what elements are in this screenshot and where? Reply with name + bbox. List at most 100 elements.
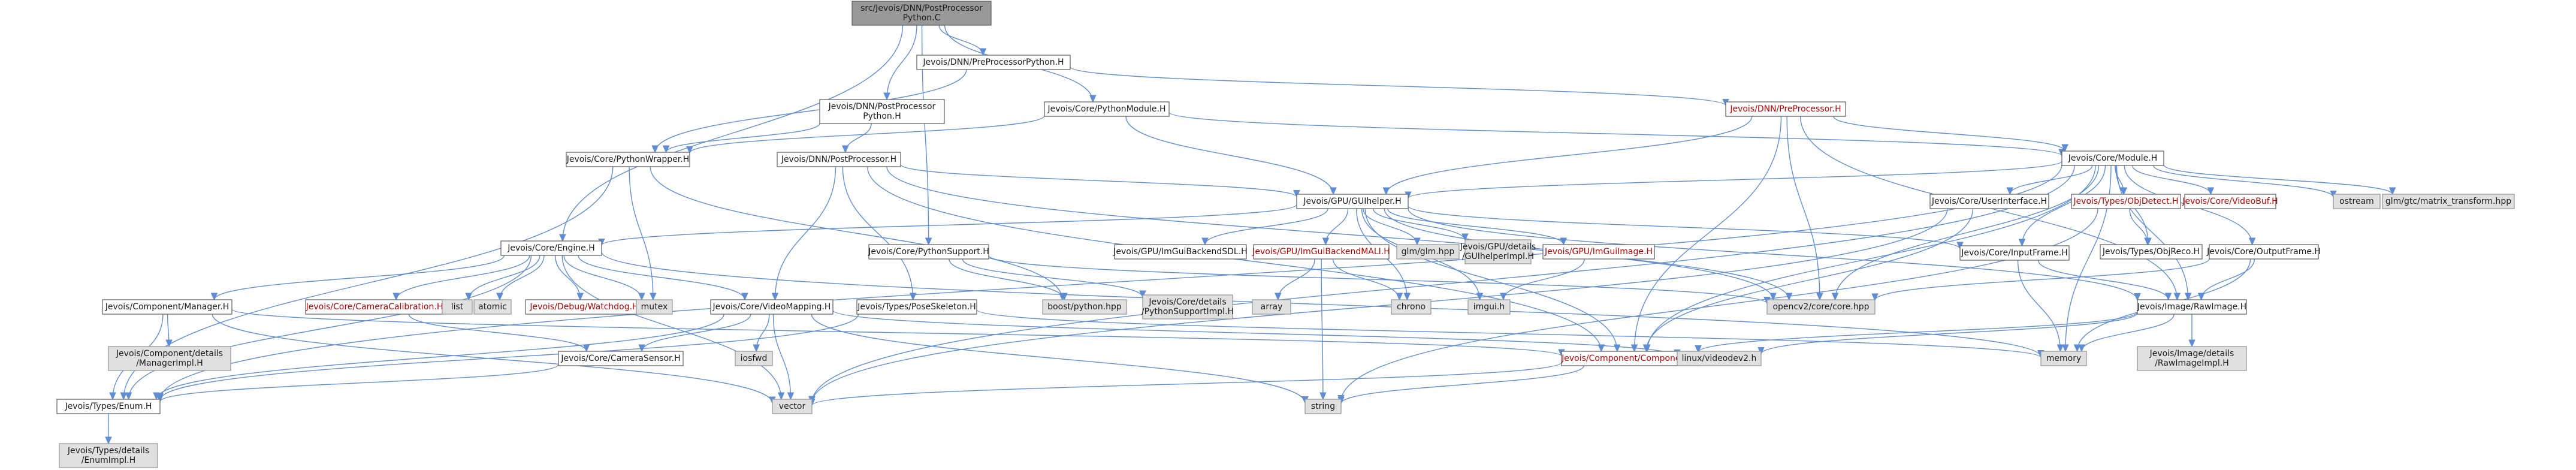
edge-imguimali-to-chrono	[1332, 258, 1400, 300]
node-label: imgui.h	[1473, 302, 1505, 312]
node-pymod[interactable]: Jevois/Core/PythonModule.H	[1044, 101, 1170, 117]
node-uiface[interactable]: Jevois/Core/UserInterface.H	[1929, 194, 2049, 209]
node-label: iosfwd	[741, 354, 768, 363]
node-atomic: atomic	[473, 299, 512, 315]
node-label: glm/gtc/matrix_transform.hpp	[2385, 197, 2511, 206]
node-box	[2184, 194, 2276, 209]
edge-vmapping-to-enumh	[156, 314, 724, 399]
node-box	[442, 299, 473, 315]
node-watchdog[interactable]: Jevois/Debug/Watchdog.H	[525, 299, 644, 315]
node-box	[1542, 244, 1655, 260]
node-imguimali[interactable]: Jevois/GPU/ImGuiBackendMALI.H	[1252, 244, 1390, 260]
node-imguisdl[interactable]: Jevois/GPU/ImGuiBackendSDL.H	[1113, 244, 1248, 260]
edge-postp-to-poseskel	[842, 166, 913, 300]
node-box	[566, 152, 690, 167]
node-engine[interactable]: Jevois/Core/Engine.H	[500, 240, 602, 256]
edge-objdetect-to-objreco	[2129, 208, 2148, 245]
edge-engine-to-camcal	[396, 255, 530, 300]
edge-vmapping-to-vector	[772, 314, 790, 399]
edge-engine-to-atomic	[500, 255, 545, 300]
edge-pywrap-to-mutex	[629, 166, 653, 300]
edge-uiface-to-component	[1646, 208, 1974, 351]
node-objdetect[interactable]: Jevois/Types/ObjDetect.H	[2071, 194, 2181, 209]
node-camcal[interactable]: Jevois/Core/CameraCalibration.H	[305, 299, 444, 315]
node-videodev: linux/videodev2.h	[1677, 351, 1762, 366]
node-videobuf[interactable]: Jevois/Core/VideoBuf.H	[2182, 194, 2278, 209]
node-box	[772, 399, 813, 414]
node-box	[1561, 351, 1699, 366]
node-box	[868, 244, 989, 260]
node-prepy[interactable]: Jevois/DNN/PreProcessorPython.H	[916, 55, 1071, 70]
edge-rawimage-to-component	[1698, 312, 2138, 352]
node-box	[473, 299, 512, 315]
node-objreco[interactable]: Jevois/Types/ObjReco.H	[2100, 244, 2203, 260]
edge-engine-to-vector	[561, 255, 781, 399]
node-component[interactable]: Jevois/Component/Component.H	[1561, 351, 1699, 366]
node-vmapping[interactable]: Jevois/Core/VideoMapping.H	[710, 299, 833, 315]
node-box	[1296, 194, 1409, 209]
node-label: Jevois/Types/PoseSkeleton.H	[857, 302, 976, 312]
node-postp[interactable]: Jevois/DNN/PostProcessor.H	[777, 152, 901, 167]
edge-guihelper-to-component	[1364, 208, 1617, 351]
edge-prepy-to-pywrap	[655, 69, 967, 152]
node-box	[1044, 101, 1170, 117]
edge-outframe-to-opencv	[1875, 258, 2210, 300]
node-box	[710, 299, 833, 315]
node-guihelper[interactable]: Jevois/GPU/GUIhelper.H	[1296, 194, 1409, 209]
node-module[interactable]: Jevois/Core/Module.H	[2061, 150, 2164, 166]
edge-postp-to-guihelper	[900, 164, 1297, 197]
edge-module-to-guihelper	[1408, 161, 2062, 198]
edge-imguiimage-to-imguih	[1503, 258, 1585, 300]
node-box	[2382, 194, 2515, 209]
edge-engine-to-enumh	[129, 255, 532, 399]
edge-compmgr-to-mgrimpl	[168, 314, 170, 347]
node-label: Jevois/Core/CameraSensor.H	[560, 354, 680, 363]
node-label: Jevois/Debug/Watchdog.H	[529, 302, 638, 312]
node-mgrimpl: Jevois/Component/details/ManagerImpl.H	[108, 346, 231, 371]
node-enumh[interactable]: Jevois/Types/Enum.H	[56, 399, 161, 414]
edge-prep-to-module	[1833, 116, 2065, 151]
node-inframe[interactable]: Jevois/Core/InputFrame.H	[1959, 245, 2070, 261]
node-label: Jevois/Core/Engine.H	[507, 243, 595, 253]
node-camsensor[interactable]: Jevois/Core/CameraSensor.H	[558, 351, 684, 366]
node-label: ostream	[2339, 197, 2374, 206]
edge-guihelper-to-guidetails	[1373, 208, 1465, 240]
node-imguiimage[interactable]: Jevois/GPU/ImGuiImage.H	[1542, 244, 1655, 260]
edge-root-to-engine	[563, 25, 904, 241]
edge-engine-to-mutex	[563, 255, 642, 300]
node-prep[interactable]: Jevois/DNN/PreProcessor.H	[1725, 101, 1846, 117]
edge-vmapping-to-iosfwd	[756, 314, 770, 351]
edge-engine-to-memory	[601, 252, 2041, 357]
node-pywrap[interactable]: Jevois/Core/PythonWrapper.H	[566, 152, 690, 167]
edge-engine-to-list	[469, 255, 540, 300]
edge-vmapping-to-camsensor	[642, 314, 751, 351]
edge-prep-to-guihelper	[1386, 116, 1753, 194]
node-box	[108, 346, 231, 371]
node-label: Jevois/DNN/PostProcessor.H	[781, 155, 896, 164]
node-outframe[interactable]: Jevois/Core/OutputFrame.H	[2206, 244, 2321, 260]
node-rawimage[interactable]: Jevois/Image/RawImage.H	[2137, 299, 2247, 315]
node-string: string	[1304, 399, 1342, 414]
node-label: Python.C	[903, 13, 941, 23]
node-list: list	[442, 299, 473, 315]
node-box	[2040, 351, 2087, 366]
node-label: Jevois/GPU/ImGuiImage.H	[1544, 247, 1653, 257]
node-box	[1766, 299, 1876, 315]
edge-module-to-objdetect	[2114, 165, 2124, 194]
edge-rawimage-to-memory	[2082, 314, 2175, 351]
node-label: Jevois/Core/PythonModule.H	[1047, 104, 1165, 114]
node-pysupport[interactable]: Jevois/Core/PythonSupport.H	[868, 244, 989, 260]
node-poseskel[interactable]: Jevois/Types/PoseSkeleton.H	[856, 299, 977, 315]
edge-guihelper-to-imguiimage	[1387, 208, 1564, 245]
node-compmgr[interactable]: Jevois/Component/Manager.H	[102, 299, 232, 315]
node-label: Jevois/Types/Enum.H	[65, 402, 152, 411]
node-label: Jevois/Core/details	[1148, 297, 1226, 307]
node-box	[305, 299, 444, 315]
edge-module-to-opencv	[1835, 165, 2100, 300]
edge-pymod-to-module	[1168, 112, 2062, 156]
node-box	[2137, 299, 2247, 315]
node-box	[1142, 294, 1233, 320]
edge-engine-to-compmgr	[214, 255, 505, 300]
